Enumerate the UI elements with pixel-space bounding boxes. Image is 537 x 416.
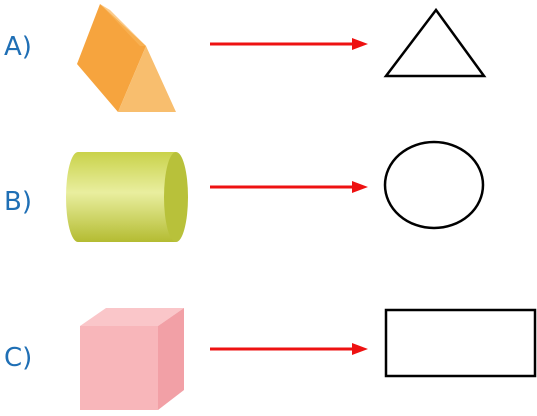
rectangle-icon	[384, 308, 537, 378]
row-a: A)	[0, 0, 537, 120]
circle-icon	[383, 140, 485, 230]
cylinder-icon	[66, 152, 188, 242]
arrow-icon	[210, 343, 368, 355]
row-c-figure	[80, 308, 537, 410]
row-b-figure	[66, 140, 485, 242]
arrow-icon	[210, 181, 368, 193]
arrow-icon	[210, 38, 368, 50]
row-b: B)	[0, 130, 537, 260]
row-c: C)	[0, 290, 537, 416]
row-label: A)	[4, 32, 32, 62]
row-label: C)	[4, 343, 33, 373]
triangle-icon	[383, 7, 487, 78]
cube-icon	[80, 308, 184, 410]
row-label: B)	[4, 187, 32, 217]
triangular-prism-icon	[77, 4, 176, 112]
row-a-figure	[77, 4, 487, 112]
